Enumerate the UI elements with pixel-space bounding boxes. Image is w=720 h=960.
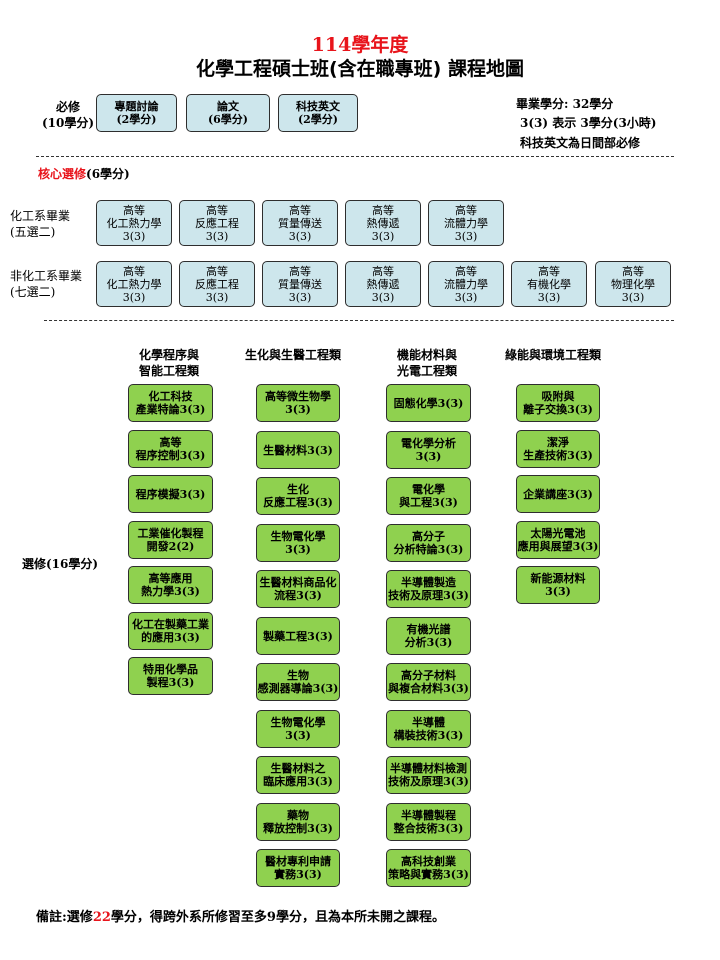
elective-course-1-7[interactable]: 特用化學品 製程3(3) — [128, 657, 213, 695]
elective-course-2-7[interactable]: 生物 感測器導論3(3) — [256, 663, 340, 701]
elective-category-title-3: 機能材料與 光電工程類 — [396, 348, 457, 378]
section-divider — [36, 156, 674, 157]
footer-suffix: 學分，得跨外系所修習至多9學分，且為本所未開之課程。 — [110, 910, 445, 925]
elective-course-2-11[interactable]: 醫材專利申請 實務3(3) — [256, 849, 340, 887]
elective-course-2-6[interactable]: 製藥工程3(3) — [256, 617, 340, 655]
elective-course-4-3[interactable]: 企業講座3(3) — [516, 475, 600, 513]
core-elective-credits: (6學分) — [86, 167, 130, 181]
elective-course-2-3[interactable]: 生化 反應工程3(3) — [256, 477, 340, 515]
elective-course-3-2[interactable]: 電化學分析 3(3) — [386, 431, 471, 469]
che-core-course-2[interactable]: 高等 反應工程 3(3) — [179, 200, 255, 246]
elective-course-3-11[interactable]: 高科技創業 策略與實務3(3) — [386, 849, 471, 887]
elective-course-2-10[interactable]: 藥物 釋放控制3(3) — [256, 803, 340, 841]
elective-course-1-6[interactable]: 化工在製藥工業 的應用3(3) — [128, 612, 213, 650]
elective-category-title-1: 化學程序與 智能工程類 — [138, 348, 199, 378]
non-che-core-course-2[interactable]: 高等 反應工程 3(3) — [179, 261, 255, 307]
elective-course-3-1[interactable]: 固態化學3(3) — [386, 384, 471, 422]
tech-english-note: 科技英文為日間部必修 — [520, 136, 641, 150]
che-core-course-4[interactable]: 高等 熱傳遞 3(3) — [345, 200, 421, 246]
elective-course-1-2[interactable]: 高等 程序控制3(3) — [128, 430, 213, 468]
course-tech-english[interactable]: 科技英文 (2學分) — [278, 94, 358, 132]
non-che-graduate-label: 非化工系畢業 (七選二) — [10, 269, 83, 299]
elective-course-3-7[interactable]: 高分子材料 與複合材料3(3) — [386, 663, 471, 701]
elective-category-title-4: 綠能與環境工程類 — [504, 348, 601, 362]
che-graduate-label: 化工系畢業 (五選二) — [10, 209, 71, 239]
elective-course-3-6[interactable]: 有機光譜 分析3(3) — [386, 617, 471, 655]
non-che-core-course-3[interactable]: 高等 質量傳送 3(3) — [262, 261, 338, 307]
elective-course-1-3[interactable]: 程序模擬3(3) — [128, 475, 213, 513]
non-che-core-course-1[interactable]: 高等 化工熱力學 3(3) — [96, 261, 172, 307]
elective-course-2-4[interactable]: 生物電化學 3(3) — [256, 524, 340, 562]
elective-course-2-2[interactable]: 生醫材料3(3) — [256, 431, 340, 469]
required-label: 必修 (10學分) — [41, 100, 95, 130]
elective-course-3-9[interactable]: 半導體材料檢測 技術及原理3(3) — [386, 756, 471, 794]
non-che-core-course-7[interactable]: 高等 物理化學 3(3) — [595, 261, 671, 307]
elective-course-1-4[interactable]: 工業催化製程 開發2(2) — [128, 521, 213, 559]
elective-course-2-1[interactable]: 高等微生物學 3(3) — [256, 384, 340, 422]
section-divider-2 — [44, 320, 674, 321]
non-che-core-course-4[interactable]: 高等 熱傳遞 3(3) — [345, 261, 421, 307]
elective-course-4-5[interactable]: 新能源材料 3(3) — [516, 566, 600, 604]
credit-format-note: 3(3) 表示 3學分(3小時) — [520, 116, 657, 130]
elective-course-1-1[interactable]: 化工科技 產業特論3(3) — [128, 384, 213, 422]
course-thesis[interactable]: 論文 (6學分) — [186, 94, 270, 132]
page-title: 化學工程碩士班(含在職專班) 課程地圖 — [196, 58, 524, 80]
course-seminar[interactable]: 專題討論 (2學分) — [96, 94, 177, 132]
elective-course-4-4[interactable]: 太陽光電池 應用與展望3(3) — [516, 521, 600, 559]
academic-year: 114學年度 — [311, 34, 409, 56]
elective-course-4-1[interactable]: 吸附與 離子交換3(3) — [516, 384, 600, 422]
footer-note: 備註:選修22學分，得跨外系所修習至多9學分，且為本所未開之課程。 — [36, 906, 445, 925]
core-elective-heading: 核心選修(6學分) — [38, 166, 130, 182]
elective-course-3-3[interactable]: 電化學 與工程3(3) — [386, 477, 471, 515]
elective-course-1-5[interactable]: 高等應用 熱力學3(3) — [128, 566, 213, 604]
graduation-credits-note: 畢業學分: 32學分 — [516, 97, 614, 111]
elective-label: 選修(16學分) — [22, 557, 99, 571]
che-core-course-3[interactable]: 高等 質量傳送 3(3) — [262, 200, 338, 246]
elective-category-title-2: 生化與生醫工程類 — [244, 348, 341, 362]
che-core-course-5[interactable]: 高等 流體力學 3(3) — [428, 200, 504, 246]
che-core-course-1[interactable]: 高等 化工熱力學 3(3) — [96, 200, 172, 246]
elective-course-2-5[interactable]: 生醫材料商品化 流程3(3) — [256, 570, 340, 608]
elective-course-4-2[interactable]: 潔淨 生產技術3(3) — [516, 430, 600, 468]
core-elective-title: 核心選修 — [38, 167, 87, 181]
footer-credits-highlight: 22 — [92, 910, 111, 925]
elective-course-3-4[interactable]: 高分子 分析特論3(3) — [386, 524, 471, 562]
footer-prefix: 備註:選修 — [36, 910, 93, 925]
non-che-core-course-6[interactable]: 高等 有機化學 3(3) — [511, 261, 587, 307]
elective-course-3-8[interactable]: 半導體 構裝技術3(3) — [386, 710, 471, 748]
elective-course-3-5[interactable]: 半導體製造 技術及原理3(3) — [386, 570, 471, 608]
elective-course-2-9[interactable]: 生醫材料之 臨床應用3(3) — [256, 756, 340, 794]
non-che-core-course-5[interactable]: 高等 流體力學 3(3) — [428, 261, 504, 307]
elective-course-2-8[interactable]: 生物電化學 3(3) — [256, 710, 340, 748]
elective-course-3-10[interactable]: 半導體製程 整合技術3(3) — [386, 803, 471, 841]
